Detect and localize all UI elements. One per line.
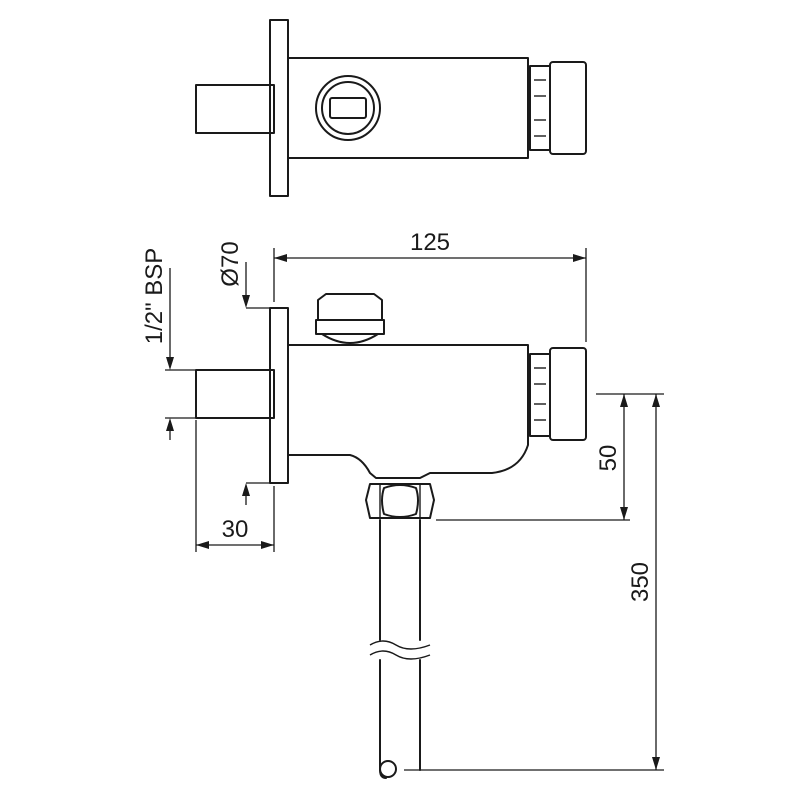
- top-view-inlet-spigot: [195, 84, 275, 134]
- dimension-30: 30: [195, 420, 275, 552]
- top-view-push-button: [529, 61, 587, 155]
- outlet-union-nut: [365, 483, 435, 519]
- top-view-valve-body: [287, 57, 529, 159]
- dimension-125: 125: [273, 229, 587, 342]
- wall-flange: [269, 307, 289, 484]
- outlet-pipe: [369, 519, 431, 779]
- valve-body: [287, 344, 529, 479]
- top-view-knob: [315, 75, 381, 141]
- dimension-350-label: 350: [627, 562, 654, 602]
- dimension-diameter-70: Ø70: [217, 241, 272, 505]
- dimension-50: 50: [436, 393, 630, 521]
- front-view: [195, 293, 587, 779]
- dimension-350: 350: [404, 393, 664, 771]
- dimension-diameter-70-label: Ø70: [217, 241, 244, 286]
- inlet-spigot: [195, 369, 275, 419]
- push-button: [529, 347, 587, 441]
- top-nut: [315, 293, 385, 344]
- dimension-thread-label: 1/2" BSP: [141, 248, 168, 345]
- top-view: [195, 19, 587, 197]
- dimension-30-label: 30: [222, 516, 249, 543]
- dimension-thread-bsp: 1/2" BSP: [141, 248, 196, 440]
- dimension-50-label: 50: [595, 445, 622, 472]
- top-view-wall-flange: [269, 19, 289, 197]
- dimension-125-label: 125: [410, 229, 450, 256]
